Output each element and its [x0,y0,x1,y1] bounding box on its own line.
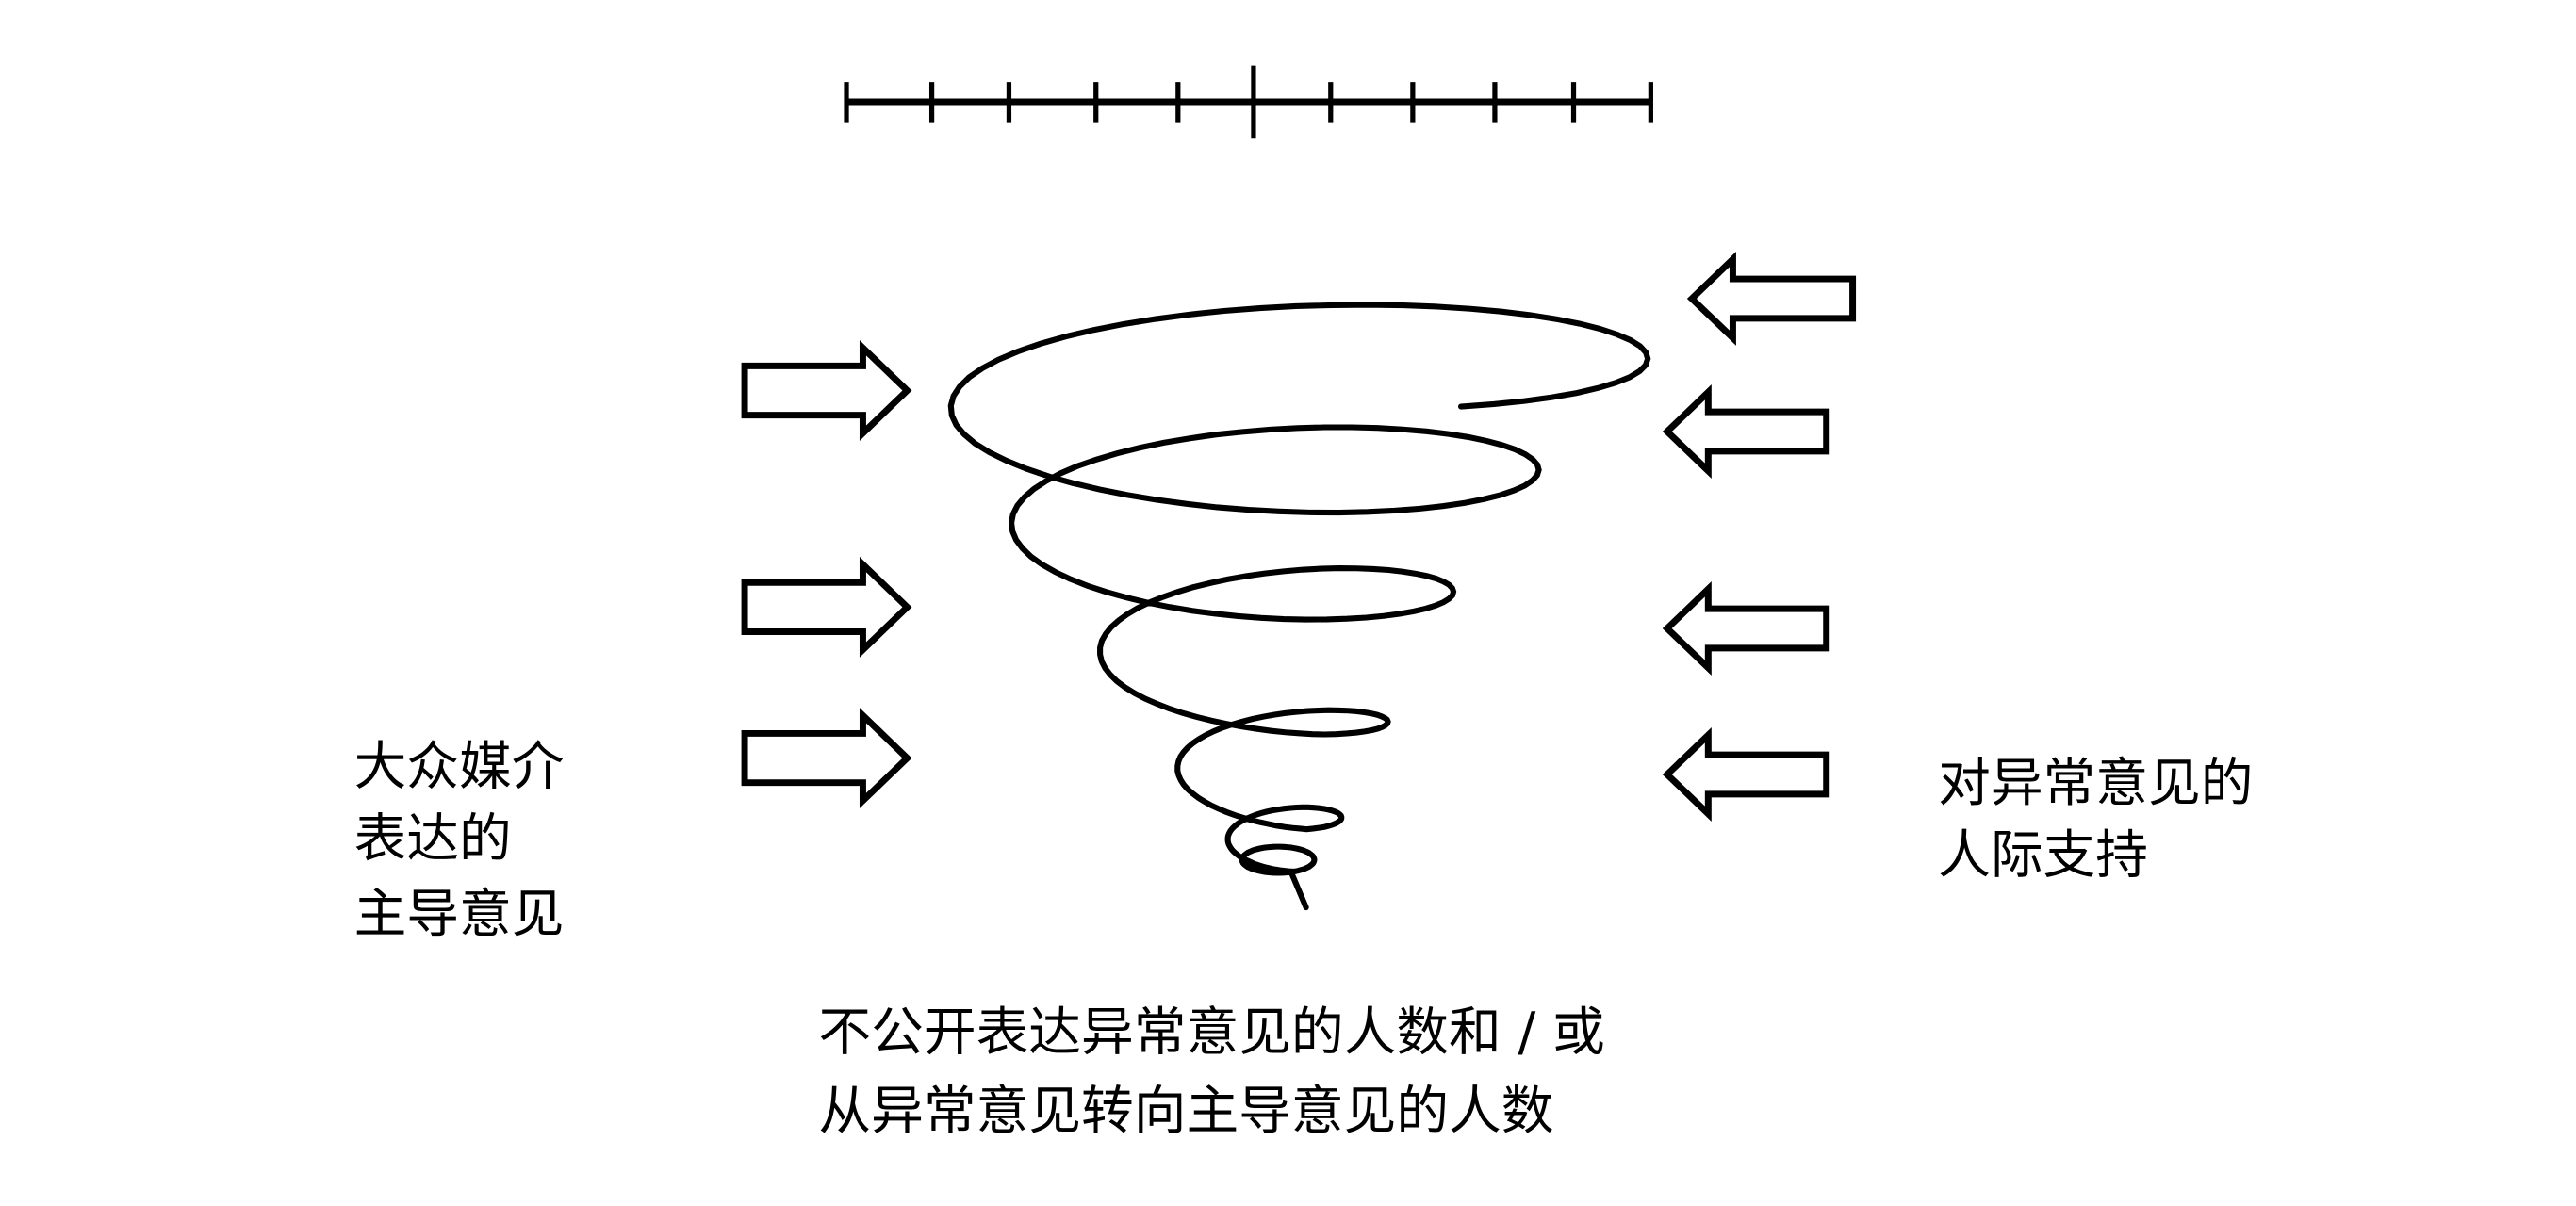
arrows [741,251,1857,822]
arrow-left-icon [1662,384,1830,479]
arrow-left-icon [1686,251,1857,346]
opinion-scale-ruler [844,65,1653,139]
right-label-line-2: 人际支持 [1938,824,2148,886]
left-label-line-1: 大众媒介 [354,736,565,797]
bottom-label-line-1: 不公开表达异常意见的人数和 / 或 [818,1002,1604,1064]
arrow-right-icon [741,340,912,441]
bottom-label-line-2: 从异常意见转向主导意见的人数 [818,1081,1553,1142]
arrow-left-icon [1662,727,1830,822]
arrow-left-icon [1662,581,1830,676]
arrow-right-icon [741,708,912,809]
arrow-right-icon [741,556,912,658]
left-label-line-3: 主导意见 [354,884,565,945]
right-label-line-1: 对异常意见的 [1938,753,2253,814]
spiral [947,302,1651,911]
left-label-line-2: 表达的 [354,808,512,870]
